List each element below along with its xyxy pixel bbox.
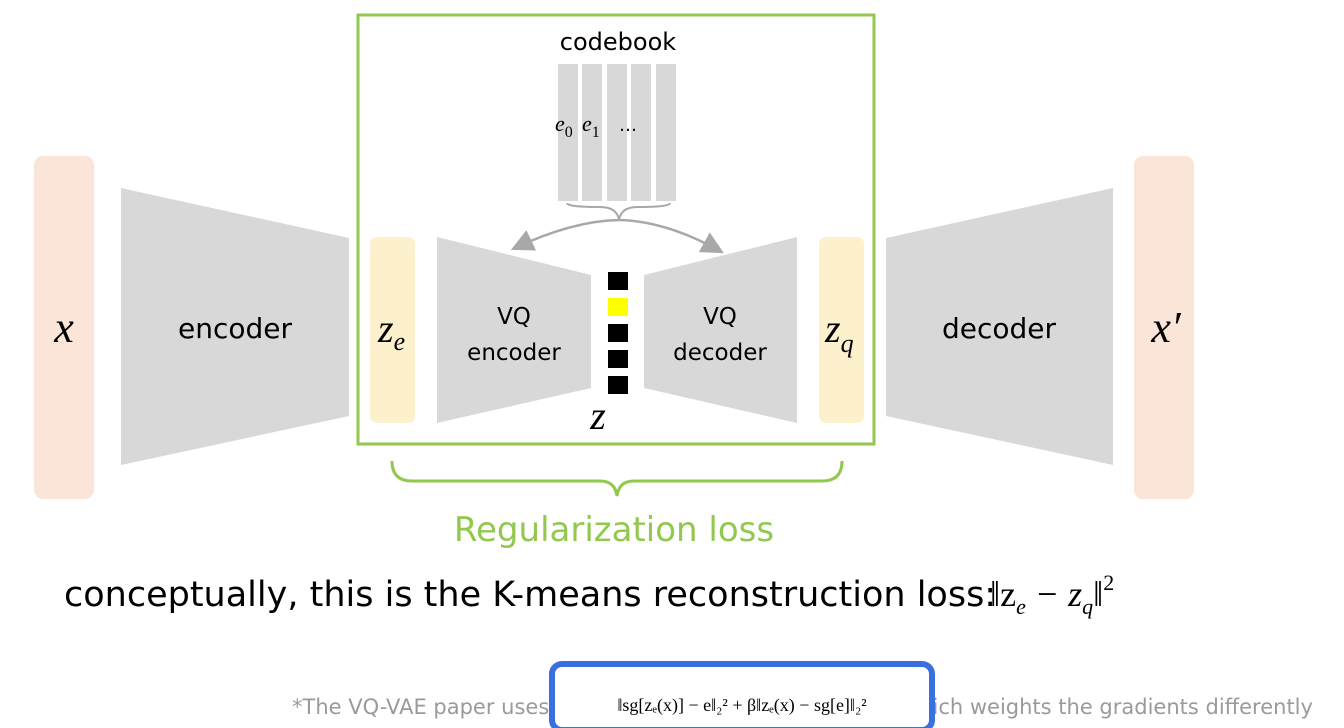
codebook-column (582, 64, 602, 201)
output-block (1134, 156, 1194, 499)
z-vector (608, 272, 628, 394)
codebook-column (607, 64, 627, 201)
codebook-column (631, 64, 651, 201)
z-symbol: z (589, 393, 606, 438)
encoder-block (121, 188, 349, 465)
input-block (34, 156, 94, 499)
codebook-title: codebook (560, 28, 676, 56)
z-cell-selected (608, 298, 628, 316)
vq-encoder-block (437, 237, 591, 423)
z-e-symbol: ze (377, 306, 405, 356)
kmeans-formula: ‖ze − zq‖2 (990, 570, 1114, 619)
regularization-brace (390, 460, 844, 497)
codebook-brace (566, 202, 671, 221)
vq-decoder-label-line2: decoder (673, 340, 767, 366)
vq-encoder-label-line1: VQ (497, 304, 531, 330)
footnote-formula: ‖sg[zₑ(x)] − e‖₂² + β‖zₑ(x) − sg[e]‖₂² (617, 695, 866, 716)
vq-encoder-label-line2: encoder (467, 340, 561, 366)
encoder-label: encoder (178, 312, 292, 345)
decoder-block (886, 188, 1113, 465)
input-symbol: x (53, 303, 74, 352)
footnote-suffix: which weights the gradients differently (902, 695, 1313, 719)
vq-decoder-block (644, 237, 797, 423)
z-e-block (370, 237, 415, 423)
z-q-symbol: zq (824, 306, 854, 358)
regularization-label: Regularization loss (454, 510, 774, 550)
z-cell (608, 272, 628, 290)
codebook-entry-ellipsis: … (619, 115, 637, 136)
codebook-column (558, 64, 578, 201)
z-cell (608, 376, 628, 394)
kmeans-caption: conceptually, this is the K-means recons… (64, 575, 996, 615)
z-q-block (819, 237, 864, 423)
vq-bottleneck-frame (356, 13, 876, 446)
vq-decoder-label-line1: VQ (703, 304, 737, 330)
arrow-to-vq-decoder (618, 218, 724, 254)
z-cell (608, 350, 628, 368)
decoder-label: decoder (942, 312, 1057, 345)
footnote-prefix: *The VQ-VAE paper uses (292, 695, 549, 719)
codebook-column (656, 64, 676, 201)
arrow-to-vq-encoder (510, 218, 620, 251)
codebook-columns (558, 64, 676, 201)
output-symbol: x′ (1150, 303, 1182, 352)
z-cell (608, 324, 628, 342)
codebook-entry-e0: e0 (555, 111, 573, 141)
footnote-formula-box (549, 661, 935, 728)
codebook-entry-e1: e1 (582, 111, 600, 141)
